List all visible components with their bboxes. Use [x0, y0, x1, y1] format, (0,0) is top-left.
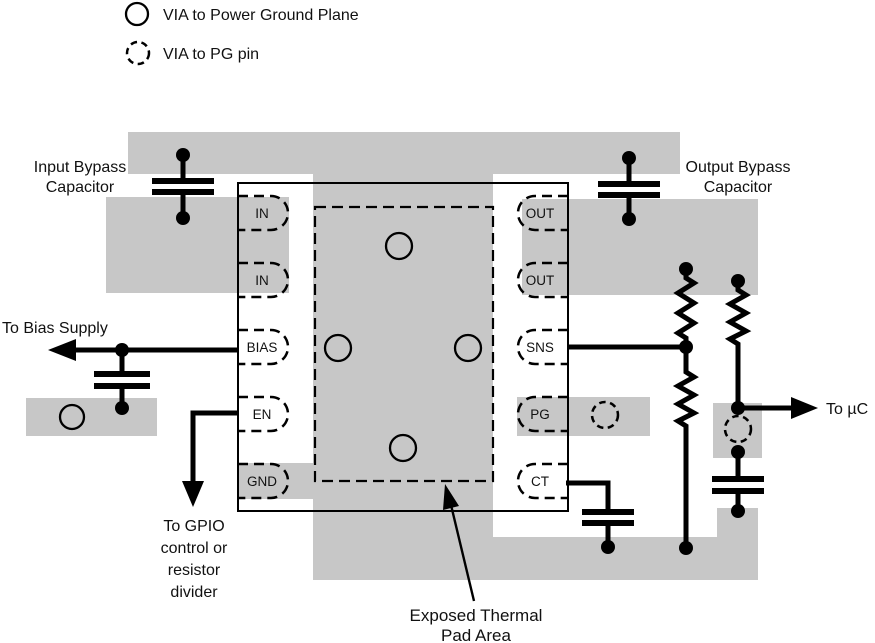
output-bypass-label-line2: Capacitor — [704, 179, 773, 196]
input-bypass-label-line1: Input Bypass — [34, 159, 127, 176]
ground-plane-left — [106, 197, 289, 293]
ct-capacitor — [582, 509, 634, 554]
ground-plane-right — [522, 199, 758, 295]
thermal-arrowhead-icon — [443, 484, 459, 510]
thermal-pad-label-line1: Exposed Thermal — [410, 606, 543, 625]
output-bypass-capacitor — [598, 151, 660, 226]
pin-gnd: GND — [238, 462, 290, 500]
uc-label: To µC — [826, 401, 868, 418]
gpio-arrowhead-icon — [182, 481, 204, 507]
gpio-label-line1: To GPIO — [163, 518, 224, 535]
pin-in-2: IN — [238, 261, 290, 299]
pin-sns-label: SNS — [526, 340, 554, 355]
pin-out-1-label: OUT — [526, 206, 555, 221]
uc-junction-dot — [731, 401, 745, 415]
thermal-pad-label-line2: Pad Area — [441, 626, 511, 643]
gpio-label-line3: resistor — [168, 562, 221, 579]
pin-out-2: OUT — [516, 261, 568, 299]
thermal-via-left-icon — [323, 333, 353, 363]
gnd-pin-copper-strip — [238, 463, 318, 499]
pg-copper-strip — [517, 397, 650, 436]
legend-label-power-ground: VIA to Power Ground Plane — [163, 7, 359, 24]
output-bypass-label-line1: Output Bypass — [686, 159, 791, 176]
uc-filter-capacitor — [712, 445, 764, 518]
pin-in-1: IN — [238, 194, 290, 232]
bias-supply-trace — [48, 339, 238, 361]
bias-arrowhead-icon — [48, 339, 76, 361]
pin-pg-label: PG — [530, 407, 550, 422]
copper-planes — [26, 132, 762, 580]
ground-plane-bottom-right-step — [717, 508, 758, 580]
thermal-via-bottom-icon — [388, 433, 418, 463]
uc-arrowhead-icon — [791, 397, 818, 419]
pin-out-2-label: OUT — [526, 273, 555, 288]
ground-plane-top — [128, 132, 680, 174]
via-dashed-icon — [125, 40, 151, 66]
sns-junction-dot — [679, 340, 693, 354]
bias-ground-via-icon — [58, 403, 86, 431]
legend-label-pg-pin: VIA to PG pin — [163, 46, 259, 63]
uc-pg-via-icon — [723, 414, 753, 444]
pullup-resistor-body — [724, 281, 752, 408]
gpio-label-line4: divider — [170, 584, 218, 601]
bias-capacitor — [94, 350, 150, 415]
pin-en-label: EN — [253, 407, 272, 422]
pg-pin-via-icon — [590, 400, 620, 430]
uc-trace — [738, 397, 818, 419]
bias-supply-label: To Bias Supply — [2, 320, 108, 337]
annotation-labels: Input Bypass Capacitor Output Bypass Cap… — [2, 159, 868, 643]
pin-ct: CT — [516, 462, 568, 500]
thermal-pad-arrow — [443, 484, 476, 602]
ground-plane-center — [313, 174, 493, 580]
exposed-thermal-pad-outline — [313, 205, 495, 483]
pin-sns: SNS — [516, 328, 568, 366]
input-bypass-capacitor — [152, 148, 214, 225]
en-gpio-trace — [182, 410, 238, 507]
thermal-via-right-icon — [453, 333, 483, 363]
pin-bias: BIAS — [238, 328, 290, 366]
pin-in-1-label: IN — [255, 206, 269, 221]
pin-ct-label: CT — [531, 474, 549, 489]
pin-gnd-label: GND — [247, 474, 277, 489]
divider-resistors — [672, 269, 700, 548]
divider-bottom-dot — [679, 541, 693, 555]
pin-pg: PG — [516, 395, 568, 433]
pin-in-2-label: IN — [255, 273, 269, 288]
pin-bias-label: BIAS — [247, 340, 278, 355]
via-solid-icon — [124, 1, 150, 27]
pin-out-1: OUT — [516, 194, 568, 232]
gpio-label-line2: control or — [161, 540, 228, 557]
thermal-pad-vias — [323, 231, 483, 463]
sns-resistor-divider — [672, 262, 700, 555]
ct-trace — [566, 480, 611, 510]
ic-outline — [237, 182, 569, 512]
legend: VIA to Power Ground Plane VIA to PG pin — [124, 1, 359, 66]
uc-pullup-resistor — [724, 274, 752, 415]
bias-via-copper-pad — [26, 398, 157, 436]
thermal-via-top-icon — [384, 231, 414, 261]
pin-en: EN — [238, 395, 290, 433]
input-bypass-label-line2: Capacitor — [46, 179, 115, 196]
